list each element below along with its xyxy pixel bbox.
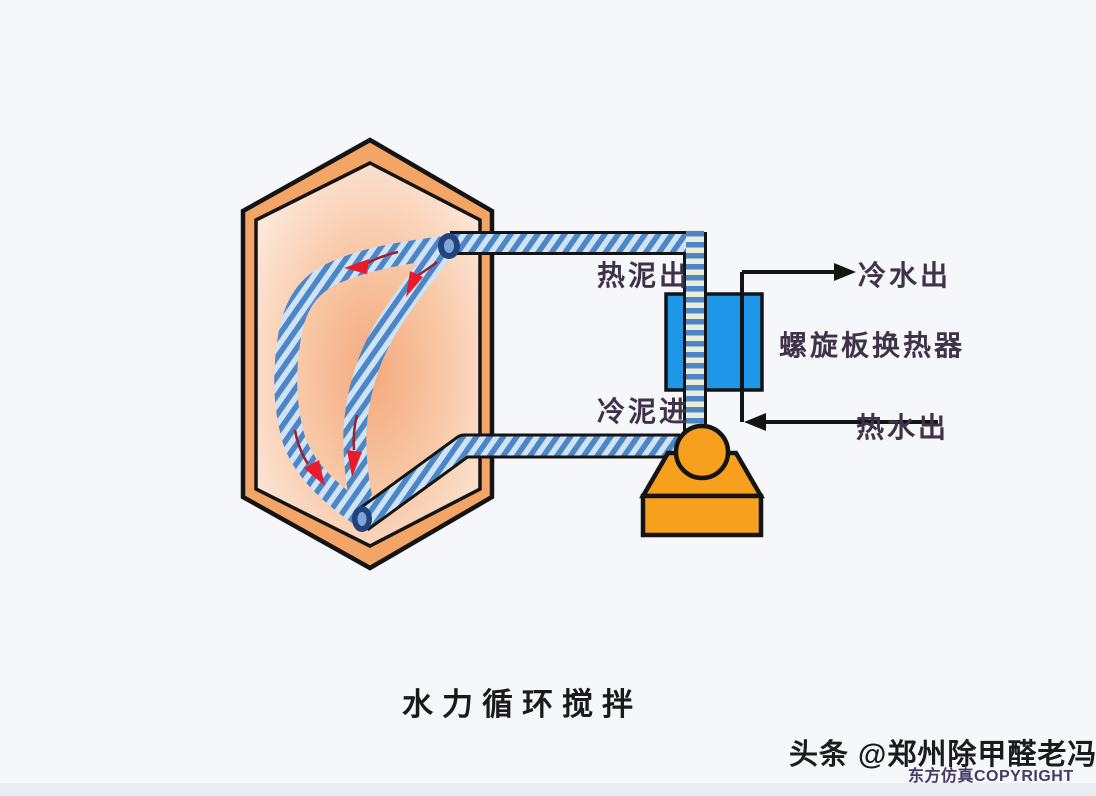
flow-arrow-3: [304, 460, 325, 486]
pump-volute-circle: [673, 423, 731, 481]
flow-arrow-tail-4: [352, 414, 359, 451]
water-circuit-line: [740, 270, 938, 424]
hot-water-arrowhead: [744, 413, 766, 431]
flow-arrow-2: [406, 271, 423, 297]
flow-arrow-tail-3: [293, 429, 310, 465]
watermark-copyright: 东方仿真COPYRIGHT: [908, 768, 1074, 785]
label-heat-exchanger: 螺旋板换热器: [779, 331, 966, 362]
bottom-edge-strip: [0, 783, 1096, 796]
heat-exchanger-body: [664, 292, 764, 392]
label-hot-water-out: 热水出: [856, 413, 950, 444]
tank-outlet-cap-opening: [444, 239, 454, 253]
suction-pipe: [355, 436, 680, 529]
cold-water-out-arrowhead: [834, 263, 856, 281]
pump-base: [640, 493, 764, 538]
diagram-caption: 水力循环搅拌: [402, 687, 642, 722]
flow-arrow-1: [344, 259, 369, 274]
label-cold-water-out: 冷水出: [858, 261, 952, 292]
label-hot-mud-out: 热泥出: [597, 261, 691, 292]
watermark-byline: 头条 @郑州除甲醛老冯: [789, 739, 1096, 771]
flow-arrow-4: [347, 450, 362, 477]
label-cold-mud-in: 冷泥进: [597, 397, 691, 428]
suction-mouth-opening: [357, 512, 367, 526]
